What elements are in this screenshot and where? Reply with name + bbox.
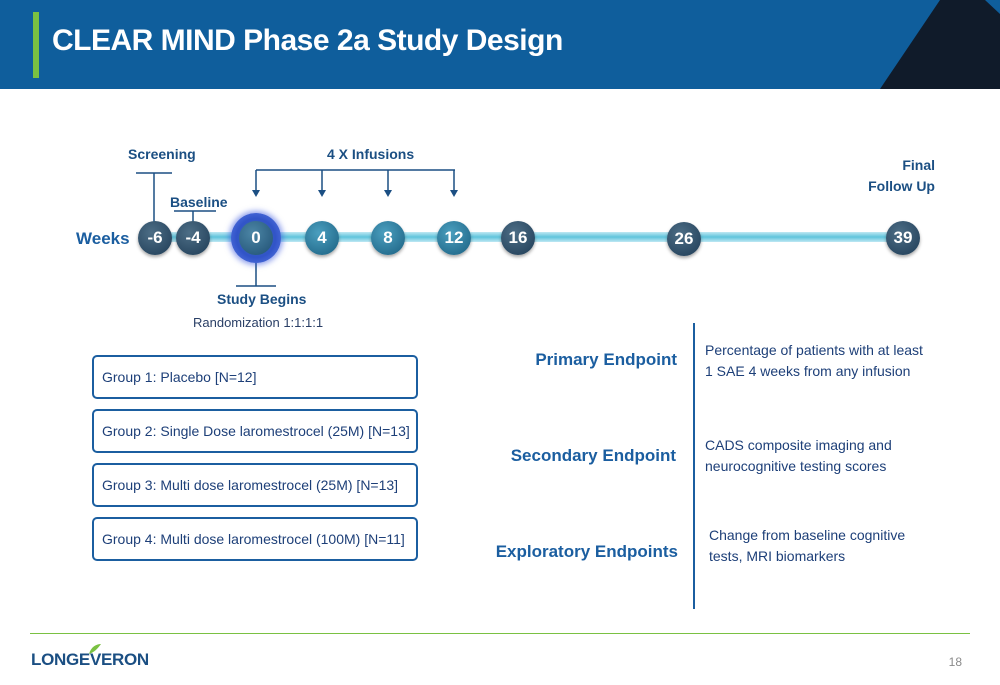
week-node-label: 4 (317, 228, 327, 247)
follow-up-label: Follow Up (868, 178, 935, 194)
title-accent (33, 12, 39, 78)
week-node-label: 0 (251, 228, 261, 247)
secondary-endpoint-label: Secondary Endpoint (510, 446, 676, 465)
week-node-0: 0 (231, 213, 281, 263)
weeks-label: Weeks (76, 229, 130, 248)
infusions-label: 4 X Infusions (327, 146, 415, 162)
corner-decoration (880, 0, 1000, 89)
company-logo: LONGEVERON (31, 650, 149, 669)
group-box-4: Group 4: Multi dose laromestrocel (100M)… (92, 517, 418, 561)
week-node-label: -4 (185, 228, 201, 247)
week-node--4: -4 (176, 221, 210, 255)
week-node-4: 4 (305, 221, 339, 255)
week-node-8: 8 (371, 221, 405, 255)
week-node-label: 26 (674, 229, 694, 248)
secondary-endpoint-desc: CADS composite imaging and neurocognitiv… (705, 437, 892, 474)
footer-divider (30, 633, 970, 634)
title-bar: CLEAR MIND Phase 2a Study Design (0, 0, 1000, 89)
page-number: 18 (948, 655, 962, 669)
primary-endpoint-label: Primary Endpoint (535, 350, 677, 369)
exploratory-endpoint-label: Exploratory Endpoints (495, 542, 678, 561)
final-label: Final (902, 157, 935, 173)
group-box-2: Group 2: Single Dose laromestrocel (25M)… (92, 409, 418, 453)
week-node-label: 8 (383, 228, 393, 247)
screening-label: Screening (128, 146, 196, 162)
slide-title: CLEAR MIND Phase 2a Study Design (52, 24, 563, 57)
week-node-12: 12 (437, 221, 471, 255)
group-box-1: Group 1: Placebo [N=12] (92, 355, 418, 399)
endpoint-divider (693, 323, 695, 609)
week-node-26: 26 (667, 222, 701, 256)
week-node-label: -6 (147, 228, 163, 247)
logo-leaf-icon (89, 644, 101, 654)
week-node-label: 39 (893, 228, 913, 247)
week-node-16: 16 (501, 221, 535, 255)
primary-endpoint-desc: Percentage of patients with at least 1 S… (705, 342, 923, 379)
baseline-label: Baseline (170, 194, 228, 210)
week-node-39: 39 (886, 221, 920, 255)
randomization-label: Randomization 1:1:1:1 (193, 315, 324, 330)
group-box-3: Group 3: Multi dose laromestrocel (25M) … (92, 463, 418, 507)
exploratory-endpoint-desc: Change from baseline cognitive tests, MR… (709, 527, 906, 564)
week-node--6: -6 (138, 221, 172, 255)
week-node-label: 16 (508, 228, 528, 247)
study-begins-label: Study Begins (217, 291, 307, 307)
week-node-label: 12 (444, 228, 464, 247)
